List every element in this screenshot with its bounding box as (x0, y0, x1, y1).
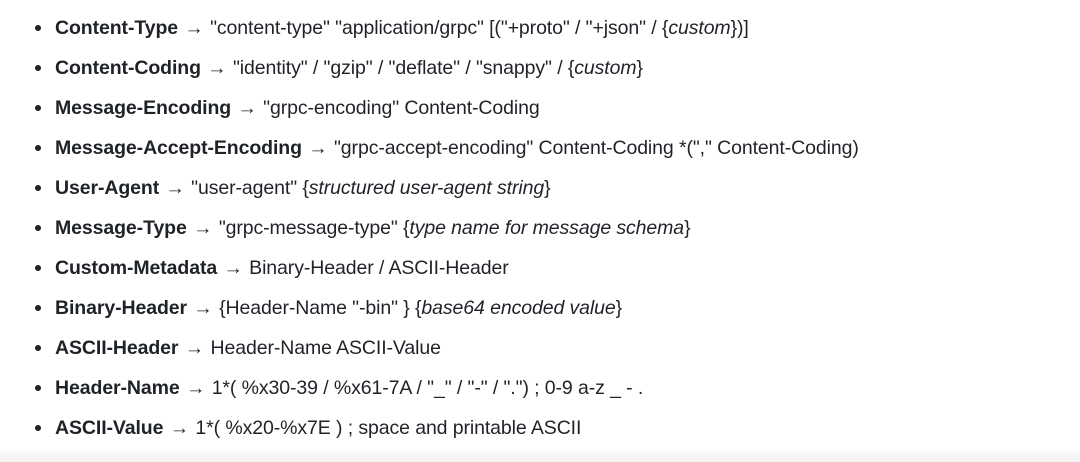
list-item: ASCII-Value → 1*( %x20-%x7E ) ; space an… (0, 408, 1080, 448)
list-item: Custom-Metadata → Binary-Header / ASCII-… (0, 248, 1080, 288)
definition-placeholder: base64 encoded value (421, 297, 616, 319)
rule-definition: "identity" / "gzip" / "deflate" / "snapp… (233, 57, 643, 79)
definition-literal: 1*( %x20-%x7E ) ; space and printable AS… (195, 417, 582, 439)
list-item: Message-Accept-Encoding → "grpc-accept-e… (0, 128, 1080, 168)
definition-placeholder: custom (574, 57, 637, 79)
list-item: ASCII-Header → Header-Name ASCII-Value (0, 328, 1080, 368)
list-item: Header-Name → 1*( %x30-39 / %x61-7A / "_… (0, 368, 1080, 408)
rule-term: Content-Coding (55, 57, 201, 79)
list-item: Binary-Header → {Header-Name "-bin" } {b… (0, 288, 1080, 328)
definition-literal: "grpc-message-type" { (218, 217, 410, 239)
list-item: Content-Type → "content-type" "applicati… (0, 8, 1080, 48)
definition-literal: } (684, 217, 691, 239)
rule-arrow-icon: → (193, 217, 213, 239)
rule-arrow-icon: → (184, 337, 205, 359)
rule-definition: 1*( %x30-39 / %x61-7A / "_" / "-" / ".")… (212, 377, 644, 399)
rule-arrow-icon: → (184, 17, 204, 39)
list-item: Message-Encoding → "grpc-encoding" Conte… (0, 88, 1080, 128)
rule-definition: 1*( %x20-%x7E ) ; space and printable AS… (195, 417, 581, 439)
definition-literal: "user-agent" { (191, 177, 309, 199)
definition-literal: "content-type" "application/grpc" [("+pr… (210, 17, 669, 39)
rule-definition: "grpc-message-type" {type name for messa… (219, 217, 691, 239)
rule-term: Message-Type (55, 217, 187, 239)
definition-literal: } (615, 297, 623, 319)
rule-term: ASCII-Header (55, 337, 179, 359)
list-item: Message-Type → "grpc-message-type" {type… (0, 208, 1080, 248)
definition-placeholder: type name for message schema (409, 217, 685, 239)
rule-arrow-icon: → (169, 417, 190, 439)
definition-literal: } (636, 57, 644, 79)
definition-placeholder: custom (668, 17, 731, 39)
rule-term: Custom-Metadata (55, 257, 218, 279)
rule-arrow-icon: → (207, 57, 227, 79)
rule-term: Message-Encoding (55, 97, 232, 119)
rule-arrow-icon: → (237, 97, 257, 119)
rule-definition: "grpc-encoding" Content-Coding (263, 97, 540, 119)
rule-definition: "content-type" "application/grpc" [("+pr… (210, 17, 749, 39)
rule-definition: {Header-Name "-bin" } {base64 encoded va… (219, 297, 622, 319)
rule-arrow-icon: → (165, 177, 185, 199)
definition-literal: } (544, 177, 551, 199)
rule-definition: Binary-Header / ASCII-Header (249, 257, 509, 279)
rule-term: ASCII-Value (55, 417, 164, 439)
rule-term: User-Agent (55, 177, 160, 199)
list-item: Content-Coding → "identity" / "gzip" / "… (0, 48, 1080, 88)
definition-literal: })] (730, 17, 749, 39)
definition-literal: Header-Name ASCII-Value (210, 337, 441, 359)
definition-literal: {Header-Name "-bin" } { (219, 297, 422, 319)
rule-term: Message-Accept-Encoding (55, 137, 302, 159)
rule-arrow-icon: → (308, 137, 328, 159)
rule-definition: "user-agent" {structured user-agent stri… (191, 177, 550, 199)
rule-term: Header-Name (55, 377, 180, 399)
definition-placeholder: structured user-agent string (308, 177, 545, 199)
definition-literal: "grpc-accept-encoding" Content-Coding *(… (333, 137, 859, 159)
rule-arrow-icon: → (193, 297, 213, 319)
definition-literal: 1*( %x30-39 / %x61-7A / "_" / "-" / ".")… (211, 377, 644, 399)
rule-definition: "grpc-accept-encoding" Content-Coding *(… (334, 137, 859, 159)
rule-arrow-icon: → (185, 377, 206, 399)
rule-arrow-icon: → (223, 257, 243, 279)
rule-definition: Header-Name ASCII-Value (210, 337, 440, 359)
grammar-definition-list: Content-Type → "content-type" "applicati… (0, 8, 1080, 448)
definition-literal: "grpc-encoding" Content-Coding (263, 97, 540, 119)
list-item: User-Agent → "user-agent" {structured us… (0, 168, 1080, 208)
rule-term: Binary-Header (55, 297, 188, 319)
page-bottom-fade (0, 448, 1080, 462)
definition-literal: "identity" / "gzip" / "deflate" / "snapp… (232, 57, 575, 79)
rule-term: Content-Type (55, 17, 179, 39)
definition-literal: Binary-Header / ASCII-Header (249, 257, 509, 279)
